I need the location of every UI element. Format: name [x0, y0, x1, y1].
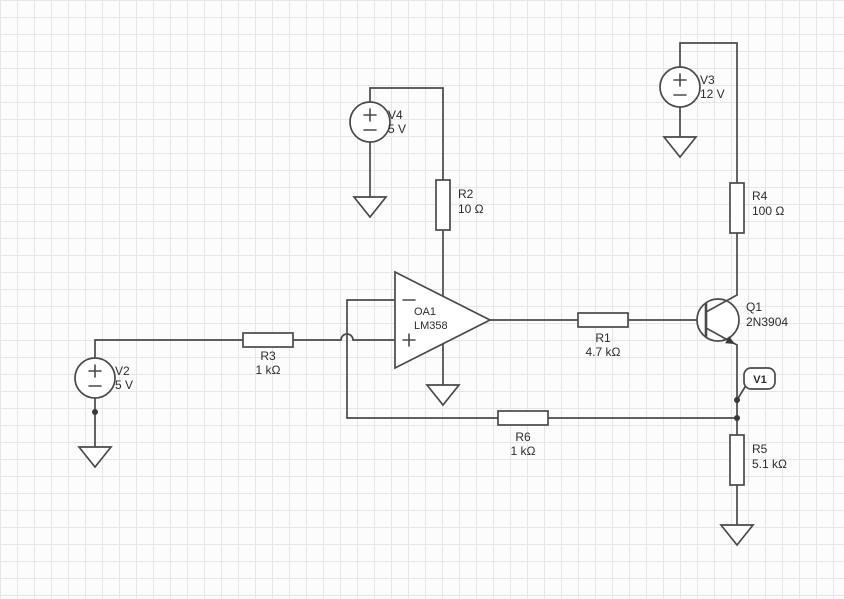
opamp-oa1[interactable]: OA1 LM358: [394, 270, 492, 370]
component-value: 12 V: [700, 87, 725, 101]
resistor-r6[interactable]: R6 1 kΩ: [497, 410, 549, 458]
resistor-r5[interactable]: R5 5.1 kΩ: [729, 434, 787, 486]
component-ref: V2: [115, 364, 130, 378]
wire-r3-to-plus-input-with-hop[interactable]: [292, 333, 396, 341]
junction-dot: [734, 397, 740, 403]
opamp-body: [394, 270, 492, 370]
component-value: 1 kΩ: [511, 444, 536, 458]
component-ref: R1: [595, 331, 611, 345]
transistor-body: [696, 298, 740, 342]
ground-under-opamp[interactable]: [425, 384, 461, 407]
source-body: [659, 66, 701, 108]
resistor-body: [435, 179, 451, 231]
net-flag-v1[interactable]: V1: [736, 367, 776, 401]
net-label: V1: [753, 374, 766, 386]
voltage-source-v4[interactable]: V4 5 V: [349, 101, 406, 143]
component-value: 10 Ω: [458, 202, 484, 216]
resistor-r2[interactable]: R2 10 Ω: [435, 179, 484, 231]
resistor-body: [497, 410, 549, 426]
source-body: [74, 357, 116, 399]
wire-v2-to-r3[interactable]: [94, 339, 244, 359]
component-value: 5 V: [388, 122, 406, 136]
ground-under-v2[interactable]: [77, 446, 113, 469]
ground-under-r5[interactable]: [719, 524, 755, 547]
resistor-body: [242, 332, 294, 348]
voltage-source-v3[interactable]: V3 12 V: [659, 66, 725, 108]
resistor-r4[interactable]: R4 100 Ω: [729, 182, 784, 234]
component-ref: R3: [260, 349, 276, 363]
component-value: LM358: [414, 320, 448, 332]
component-ref: R6: [515, 430, 531, 444]
ground-icon: [719, 524, 755, 547]
noninverting-input-icon: [402, 333, 416, 347]
component-ref: R5: [752, 442, 768, 456]
component-value: 100 Ω: [752, 204, 784, 218]
source-body: [349, 101, 391, 143]
wire-v4-to-r2[interactable]: [369, 87, 444, 181]
ground-icon: [77, 446, 113, 469]
resistor-body: [729, 434, 745, 486]
component-ref: Q1: [746, 300, 762, 314]
ground-under-v3[interactable]: [662, 106, 698, 159]
collector-lead: [705, 294, 738, 313]
transistor-q1[interactable]: Q1 2N3904: [696, 294, 788, 346]
component-value: 5.1 kΩ: [752, 457, 787, 471]
ground-icon: [425, 384, 461, 407]
component-value: 4.7 kΩ: [586, 345, 621, 359]
component-ref: R2: [458, 187, 474, 201]
junction-dot: [734, 415, 740, 421]
resistor-body: [729, 182, 745, 234]
junction-dot: [92, 409, 98, 415]
component-value: 1 kΩ: [256, 363, 281, 377]
component-ref: R4: [752, 189, 768, 203]
plus-icon: [88, 364, 102, 378]
resistor-body: [577, 312, 629, 328]
ground-icon: [352, 196, 388, 219]
ground-under-v4[interactable]: [352, 141, 388, 219]
ground-icon: [662, 136, 698, 159]
wire-v3-to-r4[interactable]: [679, 42, 738, 184]
component-ref: OA1: [414, 306, 436, 318]
component-value: 2N3904: [746, 315, 788, 329]
resistor-r1[interactable]: R1 4.7 kΩ: [577, 312, 629, 359]
plus-icon: [673, 73, 687, 87]
component-ref: V3: [700, 73, 715, 87]
emitter-arrow-icon: [725, 336, 735, 344]
flag-body: [743, 367, 776, 390]
component-ref: V4: [388, 108, 403, 122]
plus-icon: [363, 108, 377, 122]
component-value: 5 V: [115, 378, 133, 392]
voltage-source-v2[interactable]: V2 5 V: [74, 357, 133, 399]
resistor-r3[interactable]: R3 1 kΩ: [242, 332, 294, 377]
